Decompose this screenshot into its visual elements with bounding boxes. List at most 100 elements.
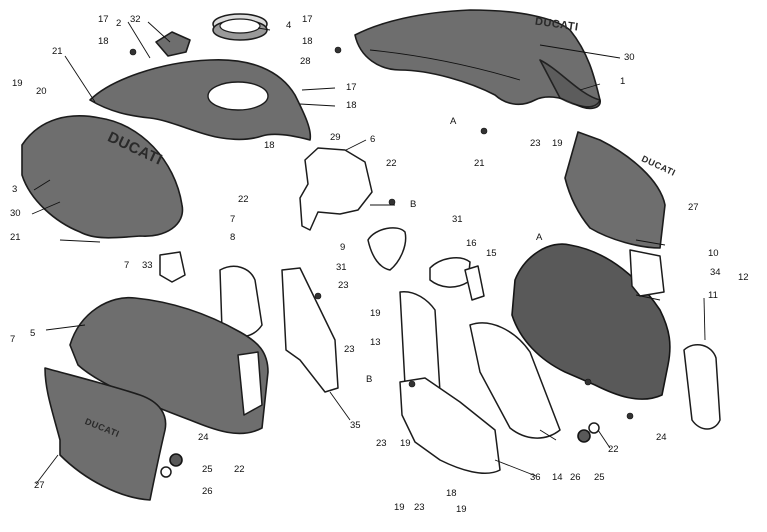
part-side-cover-11 <box>683 343 721 430</box>
callout-c53: 22 <box>608 444 619 455</box>
callout-c7: 18 <box>302 36 313 47</box>
part-grommet-right-b <box>588 422 600 434</box>
screw <box>626 412 634 420</box>
callout-c25: 22 <box>238 194 249 205</box>
callout-c44: 11 <box>708 290 718 301</box>
part-bracket-15 <box>464 265 485 301</box>
callout-c59: 27 <box>34 480 45 491</box>
callout-c27: 30 <box>10 208 21 219</box>
callout-c64: 25 <box>594 472 605 483</box>
part-filler-ring <box>212 13 268 41</box>
callout-c55: 25 <box>202 464 213 475</box>
part-small-plate <box>155 31 191 57</box>
callout-c60: 26 <box>202 486 213 497</box>
callout-c51: 35 <box>350 420 361 431</box>
callout-c18: 6 <box>370 134 375 145</box>
callout-c4: 18 <box>98 36 109 47</box>
part-clip-33 <box>159 251 186 283</box>
callout-c56: 23 <box>376 438 387 449</box>
part-tank-cover-left: DUCATI <box>21 115 184 239</box>
callout-c29: 21 <box>10 232 21 243</box>
callout-c42: 12 <box>738 272 749 283</box>
callout-c61: 36 <box>530 472 541 483</box>
callout-c33: 9 <box>340 242 345 253</box>
part-inner-panel-14 <box>469 322 561 439</box>
callout-c23: 3 <box>12 184 17 195</box>
callout-c13: 20 <box>36 86 47 97</box>
leader-lines <box>31 21 706 485</box>
callout-c11: 1 <box>620 76 625 87</box>
callout-c3: 32 <box>130 14 141 25</box>
part-clip-34 <box>629 249 665 297</box>
callout-c10: 28 <box>300 56 311 67</box>
callout-c34: A <box>536 232 543 243</box>
filler-cap-opening <box>207 81 269 111</box>
callout-c66: 19 <box>394 502 405 513</box>
callout-c62: 14 <box>552 472 563 483</box>
callout-c41: 34 <box>710 267 721 278</box>
callout-c50: B <box>366 374 372 385</box>
callout-c68: 19 <box>456 504 467 515</box>
callout-c46: 5 <box>30 328 35 339</box>
part-cowl-left <box>69 296 269 435</box>
part-belly-pan-left: DUCATI <box>44 367 167 501</box>
callout-c37: 33 <box>142 260 153 271</box>
callout-c22: 21 <box>474 158 485 169</box>
screw <box>408 380 416 388</box>
part-grommet-left-a <box>169 453 183 467</box>
callout-c17: 29 <box>330 132 341 143</box>
screw <box>334 46 342 54</box>
callout-c8: 30 <box>624 52 635 63</box>
callout-c43: 23 <box>338 280 349 291</box>
callout-c65: 18 <box>446 488 457 499</box>
callout-c32: 31 <box>452 214 463 225</box>
callout-c35: 10 <box>708 248 719 259</box>
callout-c15: 18 <box>346 100 357 111</box>
callout-c58: 22 <box>234 464 245 475</box>
part-lower-bracket-36 <box>399 377 501 474</box>
callout-c39: 16 <box>466 238 477 249</box>
callout-c49: 13 <box>370 337 381 348</box>
callout-c67: 23 <box>414 502 425 513</box>
callout-c47: 19 <box>370 308 381 319</box>
callout-c45: 7 <box>10 334 15 345</box>
screw <box>480 127 488 135</box>
callout-c20: 23 <box>530 138 541 149</box>
part-grommet-left-b <box>160 466 172 478</box>
part-tank-cover-right: DUCATI <box>354 9 601 110</box>
callout-c9: 21 <box>52 46 63 57</box>
callout-c54: 24 <box>656 432 667 443</box>
part-bracket-16 <box>429 256 471 288</box>
callout-c2: 2 <box>116 18 121 29</box>
callout-c19: 18 <box>264 140 275 151</box>
part-bracket-9 <box>367 227 407 271</box>
screw <box>314 292 322 300</box>
callout-c40: 15 <box>486 248 497 259</box>
part-grommet-right-a <box>577 429 591 443</box>
callout-c12: 19 <box>12 78 23 89</box>
callout-c1: 17 <box>98 14 109 25</box>
screw <box>584 378 592 386</box>
callout-c28: 27 <box>688 202 699 213</box>
part-side-panel-right <box>511 243 671 400</box>
part-side-fairing-right: DUCATI <box>564 131 677 249</box>
callout-c48: 23 <box>344 344 355 355</box>
callout-c21: 19 <box>552 138 563 149</box>
callout-c26: B <box>410 199 416 210</box>
part-tank-top-cover <box>89 59 312 141</box>
callout-c57: 19 <box>400 438 411 449</box>
callout-c63: 26 <box>570 472 581 483</box>
callout-c5: 4 <box>286 20 291 31</box>
callout-c16: A <box>450 116 457 127</box>
callout-c24: 22 <box>386 158 397 169</box>
part-bracket-6 <box>299 147 373 231</box>
callout-c31: 8 <box>230 232 235 243</box>
callout-c30: 7 <box>230 214 235 225</box>
callout-c36: 7 <box>124 260 129 271</box>
callout-c14: 17 <box>346 82 357 93</box>
callout-c38: 31 <box>336 262 347 273</box>
screw <box>129 48 137 56</box>
callout-c6: 17 <box>302 14 313 25</box>
